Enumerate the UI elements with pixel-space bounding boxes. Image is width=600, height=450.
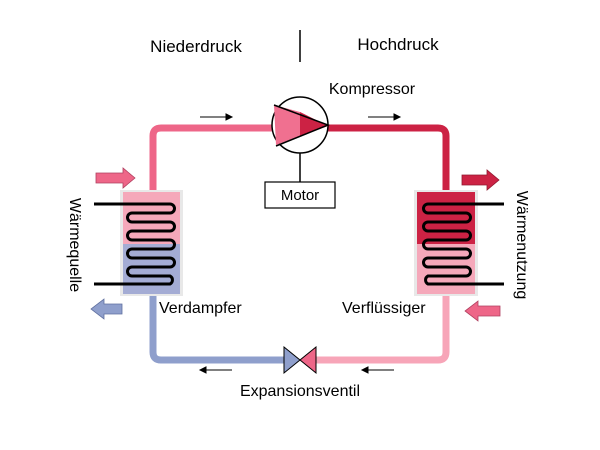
high-pressure-label: Hochdruck [357,35,439,54]
heat-use-in-arrow-icon [464,300,501,322]
flow-arrow-icon [198,366,232,374]
heat-use-label: Wärmenutzung [513,191,530,300]
heat-source-label: Wärmequelle [66,198,83,292]
evaporator-label: Verdampfer [159,300,242,317]
pipe-hot-gas [328,124,450,190]
compressor [271,96,331,154]
expansion-valve-label: Expansionsventil [240,383,360,400]
heat-source-in-arrow-icon [95,167,136,189]
expansion-valve-icon [283,345,317,375]
condenser-label: Verflüssiger [342,300,426,317]
heat-use-out-arrow-icon [461,169,500,191]
pipe-suction [149,124,272,190]
compressor-label: Kompressor [329,81,416,98]
flow-arrow-icon [360,366,394,374]
motor-box [264,181,336,209]
flow-arrow-icon [200,113,234,121]
evaporator [94,190,183,296]
low-pressure-label: Niederdruck [150,37,242,56]
condenser [414,190,504,296]
motor-label: Motor [281,187,319,204]
pipe-cold [149,296,288,364]
flow-arrow-icon [368,113,402,121]
heat-source-out-arrow-icon [90,298,123,320]
pipe-liquid [312,296,450,364]
